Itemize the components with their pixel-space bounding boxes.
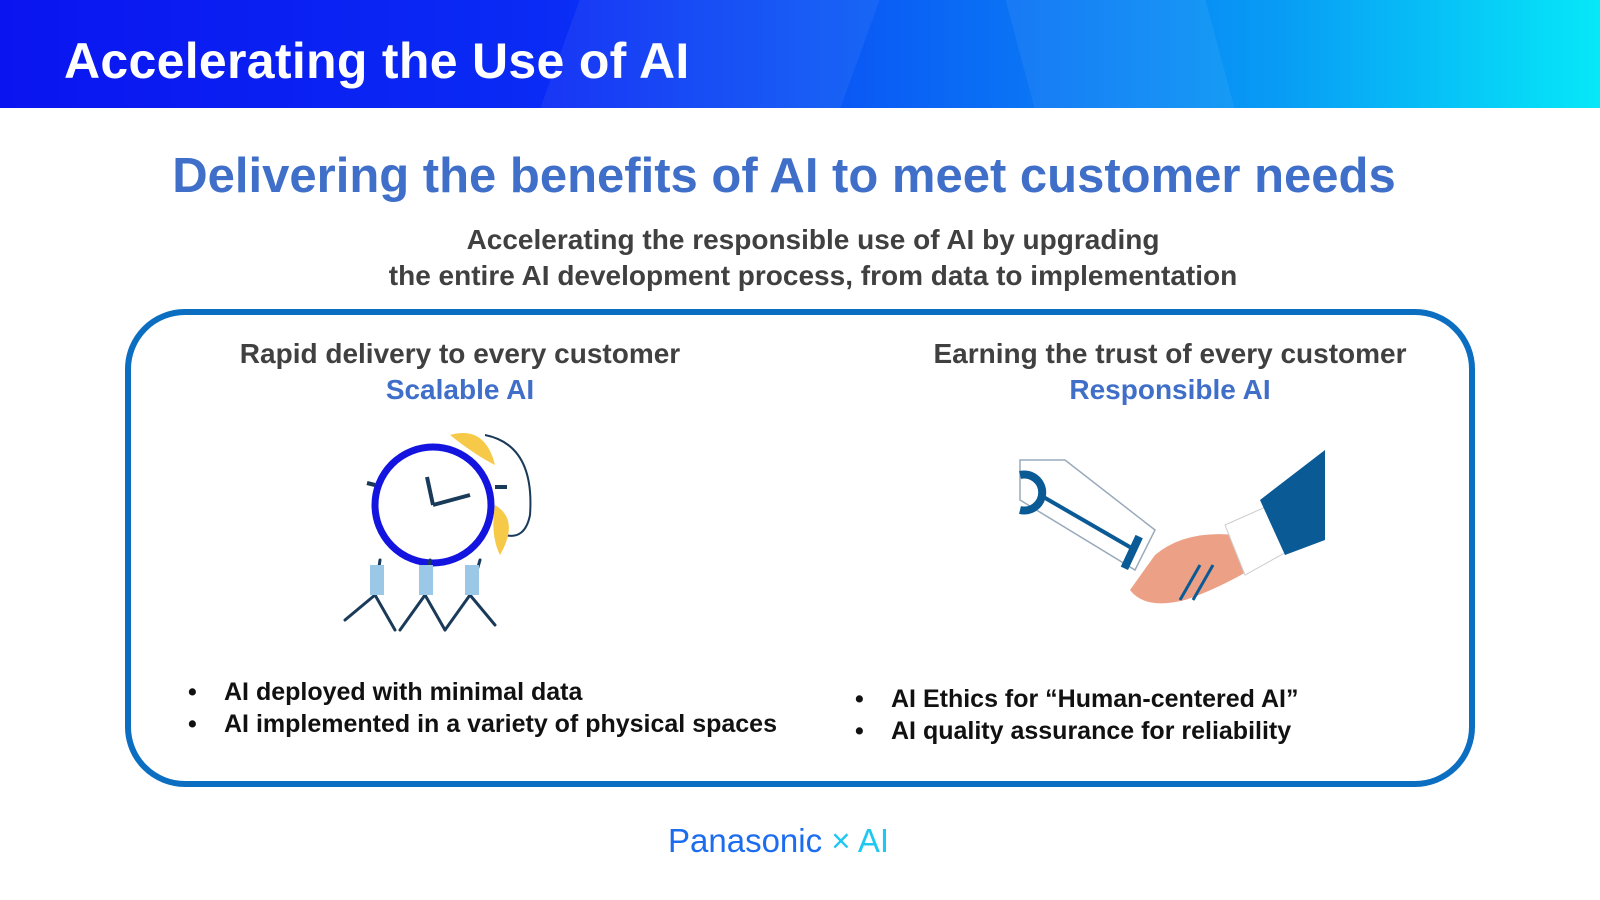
logo-times: × <box>831 822 851 859</box>
subtitle: Accelerating the responsible use of AI b… <box>0 222 1600 294</box>
headline: Delivering the benefits of AI to meet cu… <box>172 149 1396 203</box>
header-banner: Accelerating the Use of AI <box>0 0 1600 108</box>
left-title: Rapid delivery to every customer <box>239 338 681 369</box>
robot-human-handshake-illustration <box>1019 450 1325 604</box>
left-subtitle: Scalable AI <box>385 374 535 405</box>
left-bullet-2: AI implemented in a variety of physical … <box>188 708 777 740</box>
subtitle-line-2: the entire AI development process, from … <box>388 260 1238 291</box>
right-column-title: Earning the trust of every customer Resp… <box>910 336 1430 408</box>
alarm-clock-people-illustration <box>343 433 532 632</box>
right-bullet-2: AI quality assurance for reliability <box>855 715 1298 747</box>
left-bullet-1: AI deployed with minimal data <box>188 676 777 708</box>
logo-ai: AI <box>857 822 890 859</box>
subtitle-line-1: Accelerating the responsible use of AI b… <box>466 224 1160 255</box>
right-bullet-1: AI Ethics for “Human-centered AI” <box>855 683 1298 715</box>
right-subtitle: Responsible AI <box>1069 374 1271 405</box>
left-bullet-list: AI deployed with minimal data AI impleme… <box>188 676 777 740</box>
left-column-title: Rapid delivery to every customer Scalabl… <box>200 336 720 408</box>
logo-brand: Panasonic <box>668 822 823 859</box>
panasonic-ai-logo: Panasonic × AI <box>668 822 889 860</box>
content-frame <box>125 309 1475 787</box>
right-title: Earning the trust of every customer <box>933 338 1407 369</box>
right-bullet-list: AI Ethics for “Human-centered AI” AI qua… <box>855 683 1298 747</box>
slide-title: Accelerating the Use of AI <box>64 33 690 89</box>
